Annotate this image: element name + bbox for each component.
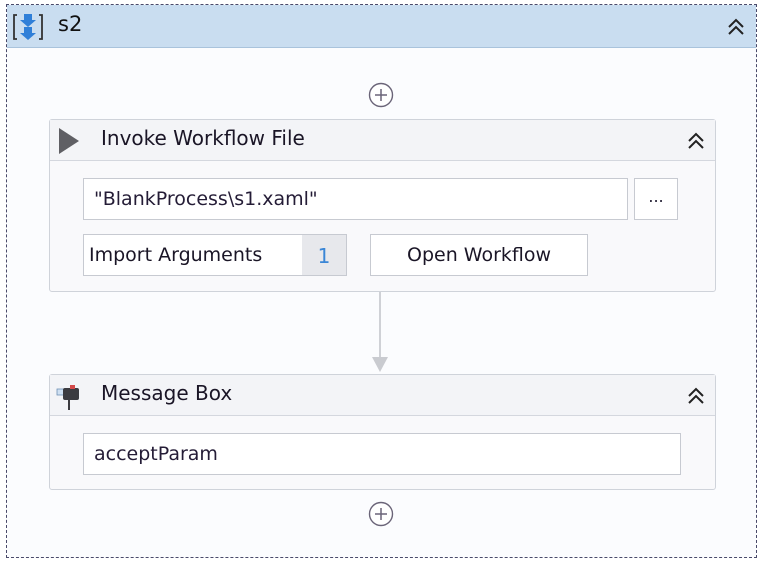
browse-file-button[interactable]: ... xyxy=(634,178,678,220)
flow-connector-line xyxy=(379,292,381,360)
invoke-workflow-header[interactable]: Invoke Workflow File xyxy=(50,120,715,161)
sequence-title: s2 xyxy=(58,12,83,36)
open-workflow-button[interactable]: Open Workflow xyxy=(370,234,588,276)
play-icon xyxy=(59,128,79,154)
invoke-workflow-title: Invoke Workflow File xyxy=(101,126,305,150)
message-box-title: Message Box xyxy=(101,381,233,405)
message-text-input[interactable]: acceptParam xyxy=(83,433,681,475)
collapse-message-box-icon[interactable] xyxy=(684,384,708,408)
message-box-icon xyxy=(56,385,79,410)
flow-arrow-icon xyxy=(372,357,388,372)
sequence-icon xyxy=(13,14,43,40)
collapse-invoke-icon[interactable] xyxy=(684,129,708,153)
add-activity-top-icon[interactable] xyxy=(368,82,394,108)
add-activity-bottom-icon[interactable] xyxy=(368,501,394,527)
import-arguments-button[interactable]: Import Arguments 1 xyxy=(83,234,347,276)
sequence-header[interactable]: s2 xyxy=(7,5,756,48)
collapse-sequence-icon[interactable] xyxy=(724,15,748,39)
sequence-container[interactable]: s2 Invoke Workflow File "BlankProcess\s1… xyxy=(6,4,757,558)
import-arguments-label: Import Arguments xyxy=(89,244,263,266)
message-box-activity[interactable]: Message Box acceptParam xyxy=(49,374,716,490)
arguments-count-badge: 1 xyxy=(302,235,346,275)
message-box-header[interactable]: Message Box xyxy=(50,375,715,416)
invoke-workflow-file-activity[interactable]: Invoke Workflow File "BlankProcess\s1.xa… xyxy=(49,119,716,292)
workflow-file-path-input[interactable]: "BlankProcess\s1.xaml" xyxy=(83,178,628,220)
